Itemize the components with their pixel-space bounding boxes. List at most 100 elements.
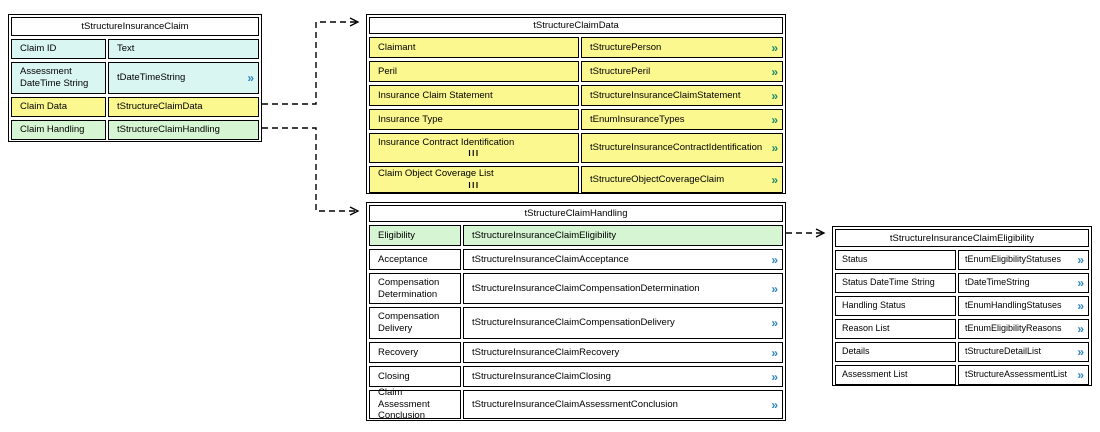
field-type: tStructureInsuranceClaimStatement » (581, 85, 783, 106)
list-multiplicity-icon: III (468, 180, 480, 190)
field-name: Reason List (835, 319, 956, 339)
field-type: tEnumEligibilityStatuses » (958, 250, 1089, 270)
expand-chevron-icon[interactable]: » (771, 112, 778, 127)
table-row: Claim ID Text (11, 39, 259, 59)
table-row: Claim Object Coverage List III tStructur… (369, 166, 783, 193)
expand-chevron-icon[interactable]: » (771, 64, 778, 79)
table-insurance-claim: tStructureInsuranceClaim Claim ID Text A… (8, 14, 262, 142)
table-claim-data: tStructureClaimData Claimant tStructureP… (366, 14, 786, 194)
field-type: tEnumEligibilityReasons » (958, 319, 1089, 339)
expand-chevron-icon[interactable]: » (771, 172, 778, 187)
field-type: tStructureClaimData (108, 97, 259, 117)
field-name: Insurance Claim Statement (369, 85, 579, 106)
expand-chevron-icon[interactable]: » (771, 88, 778, 103)
table-row: Insurance Type tEnumInsuranceTypes » (369, 109, 783, 130)
field-type: tDateTimeString » (108, 62, 259, 94)
field-type: tStructureAssessmentList » (958, 365, 1089, 385)
field-type: tStructurePeril » (581, 61, 783, 82)
table-row: Insurance Claim Statement tStructureInsu… (369, 85, 783, 106)
field-name: Peril (369, 61, 579, 82)
table-row: Assessment List tStructureAssessmentList… (835, 365, 1089, 385)
expand-chevron-icon[interactable]: » (771, 397, 778, 412)
expand-chevron-icon[interactable]: » (771, 345, 778, 360)
field-type: tStructurePerson » (581, 37, 783, 58)
field-name: Acceptance (369, 249, 461, 270)
table-row: Claim Data tStructureClaimData (11, 97, 259, 117)
table-row: Eligibility tStructureInsuranceClaimElig… (369, 225, 783, 246)
list-multiplicity-icon: III (468, 149, 480, 159)
field-type: tStructureClaimHandling (108, 120, 259, 140)
field-name: Insurance Contract Identification III (369, 133, 579, 163)
field-type: Text (108, 39, 259, 59)
expand-chevron-icon[interactable]: » (771, 281, 778, 296)
field-type: tStructureInsuranceClaimClosing » (463, 366, 783, 387)
table-title: tStructureClaimHandling (369, 205, 783, 222)
field-name: Closing (369, 366, 461, 387)
field-name: Recovery (369, 342, 461, 363)
field-type: tStructureInsuranceClaimEligibility (463, 225, 783, 246)
table-row: Status DateTime String tDateTimeString » (835, 273, 1089, 293)
table-row: Recovery tStructureInsuranceClaimRecover… (369, 342, 783, 363)
expand-chevron-icon[interactable]: » (771, 140, 778, 155)
table-row: Status tEnumEligibilityStatuses » (835, 250, 1089, 270)
field-type: tEnumInsuranceTypes » (581, 109, 783, 130)
field-type: tStructureInsuranceClaimRecovery » (463, 342, 783, 363)
table-row: Closing tStructureInsuranceClaimClosing … (369, 366, 783, 387)
field-name: Status (835, 250, 956, 270)
expand-chevron-icon[interactable]: » (771, 252, 778, 267)
expand-chevron-icon[interactable]: » (771, 369, 778, 384)
table-claim-eligibility: tStructureInsuranceClaimEligibility Stat… (832, 226, 1092, 386)
expand-chevron-icon[interactable]: » (771, 40, 778, 55)
connector-claim-handling (262, 127, 360, 216)
expand-chevron-icon[interactable]: » (771, 315, 778, 330)
expand-chevron-icon[interactable]: » (247, 70, 254, 85)
table-row: Reason List tEnumEligibilityReasons » (835, 319, 1089, 339)
table-claim-handling: tStructureClaimHandling Eligibility tStr… (366, 202, 786, 421)
table-row: Claimant tStructurePerson » (369, 37, 783, 58)
table-row: Claim Assessment Conclusion tStructureIn… (369, 387, 783, 421)
field-type: tDateTimeString » (958, 273, 1089, 293)
connector-claim-data (262, 17, 360, 105)
table-row: Assessment DateTime String tDateTimeStri… (11, 62, 259, 94)
field-type: tStructureInsuranceClaimCompensationDeli… (463, 307, 783, 339)
field-type: tStructureObjectCoverageClaim » (581, 166, 783, 193)
table-row: Compensation Determination tStructureIns… (369, 273, 783, 304)
field-type: tStructureDetailList » (958, 342, 1089, 362)
field-name: Claim ID (11, 39, 106, 59)
expand-chevron-icon[interactable]: » (1077, 367, 1084, 382)
field-name: Claim Handling (11, 120, 106, 140)
field-name: Claimant (369, 37, 579, 58)
field-name: Insurance Type (369, 109, 579, 130)
field-type: tStructureInsuranceClaimAcceptance » (463, 249, 783, 270)
table-row: Claim Handling tStructureClaimHandling (11, 120, 259, 140)
table-row: Compensation Delivery tStructureInsuranc… (369, 307, 783, 339)
field-name: Status DateTime String (835, 273, 956, 293)
field-type: tStructureInsuranceContractIdentificatio… (581, 133, 784, 163)
field-type: tEnumHandlingStatuses » (958, 296, 1089, 316)
field-name: Compensation Delivery (369, 307, 461, 339)
table-title: tStructureClaimData (369, 17, 783, 34)
field-name: Handling Status (835, 296, 956, 316)
expand-chevron-icon[interactable]: » (1077, 252, 1084, 267)
field-type: tStructureInsuranceClaimCompensationDete… (463, 273, 783, 304)
field-name: Claim Data (11, 97, 106, 117)
table-title: tStructureInsuranceClaim (11, 17, 259, 36)
field-name: Assessment DateTime String (11, 62, 106, 94)
field-name: Assessment List (835, 365, 956, 385)
field-name: Details (835, 342, 956, 362)
table-row: Acceptance tStructureInsuranceClaimAccep… (369, 249, 783, 270)
table-row: Details tStructureDetailList » (835, 342, 1089, 362)
field-name: Compensation Determination (369, 273, 461, 304)
expand-chevron-icon[interactable]: » (1077, 321, 1084, 336)
expand-chevron-icon[interactable]: » (1077, 298, 1084, 313)
field-name: Claim Assessment Conclusion (369, 387, 461, 421)
field-name: Claim Object Coverage List III (369, 166, 579, 193)
table-title: tStructureInsuranceClaimEligibility (835, 229, 1089, 247)
table-row: Handling Status tEnumHandlingStatuses » (835, 296, 1089, 316)
expand-chevron-icon[interactable]: » (1077, 344, 1084, 359)
expand-chevron-icon[interactable]: » (1077, 275, 1084, 290)
table-row: Peril tStructurePeril » (369, 61, 783, 82)
table-row: Insurance Contract Identification III tS… (369, 133, 784, 163)
field-name: Eligibility (369, 225, 461, 246)
